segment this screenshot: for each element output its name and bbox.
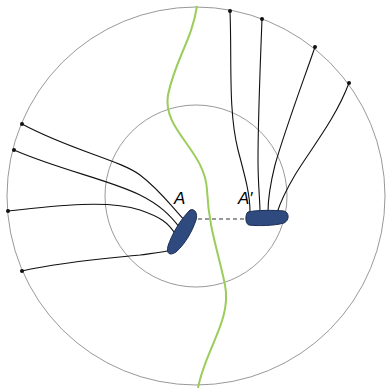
outer-circle	[7, 7, 385, 385]
region-blob: A	[160, 188, 198, 260]
dashed-connector	[198, 218, 244, 219]
endpoint-dots	[6, 9, 351, 273]
point-label: A′	[238, 190, 253, 207]
green-curve	[167, 6, 226, 388]
curves	[8, 11, 349, 271]
region-blob: A′	[244, 190, 290, 230]
point-label: A	[174, 190, 185, 207]
